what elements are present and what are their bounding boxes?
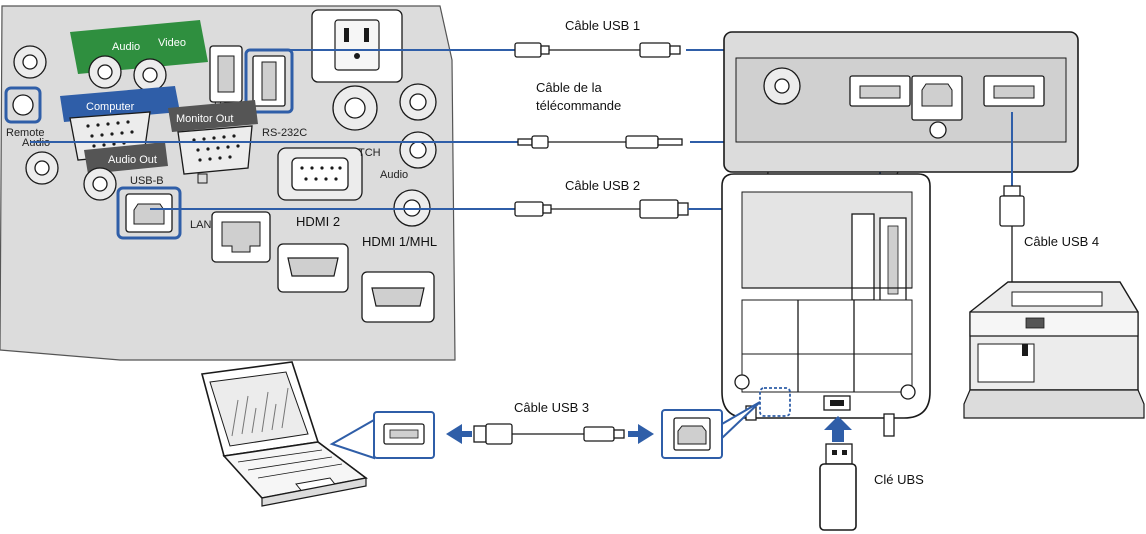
port-label-lan: LAN [190, 219, 211, 231]
port-label-audio-out: Audio Out [108, 154, 157, 166]
cable-label-usb-3: Câble USB 3 [514, 400, 589, 415]
cable-usb-4: Câble USB 4 [999, 112, 1099, 282]
audio-out-band [84, 142, 168, 174]
usb-key-connector [825, 443, 853, 465]
usb-key: Clé UBS [819, 416, 924, 531]
monitor-out-vga-port [177, 125, 253, 175]
port-label-remote: Remote [6, 127, 45, 139]
port-label-hdmi2: HDMI 2 [296, 214, 340, 229]
usb-a-connector-icon [485, 423, 513, 445]
arrow-up-icon [824, 416, 852, 442]
laptop-port-callout [329, 418, 375, 460]
printer-icon [963, 281, 1145, 419]
port-label-video: Video [158, 37, 186, 49]
port-zoom-callout [721, 401, 761, 441]
cable-label-remote-line2: télécommande [536, 98, 621, 113]
cable-label-usb-1: Câble USB 1 [565, 18, 640, 33]
remote-port [12, 94, 34, 116]
port-label-rs232c: RS-232C [262, 127, 307, 139]
port-label-monitor-out: Monitor Out [176, 113, 233, 125]
cable-label-remote-line1: Câble de la [536, 80, 603, 95]
usb-key-icon [819, 463, 857, 531]
mini-jack-icon [531, 135, 549, 149]
cable-usb-3: Câble USB 3 [446, 400, 654, 445]
mini-jack-icon [625, 135, 659, 149]
cable-label-usb-2: Câble USB 2 [565, 178, 640, 193]
usb-b-connector-icon [639, 42, 671, 58]
port-label-computer: Computer [86, 101, 135, 113]
remote-port-highlight [4, 86, 42, 124]
usb-b-connector-icon [583, 426, 615, 442]
usb-b-connector-icon [514, 201, 544, 217]
zoomed-port-panel [723, 31, 1079, 283]
port-label-audio-right: Audio [380, 169, 408, 181]
monitor-out-band [168, 100, 258, 132]
usb-a-connector-icon [1003, 185, 1021, 197]
arrow-left-icon [446, 424, 462, 444]
cable-label-usb-key: Clé UBS [874, 472, 924, 487]
usb-a-port-highlight [244, 48, 294, 114]
arrow-right-icon [638, 424, 654, 444]
projector-rear-panel: Audio Video USB-A Remote Computer M [0, 5, 456, 361]
port-label-audio: Audio [112, 41, 140, 53]
cable-remote: Câble de la télécommande [30, 80, 783, 149]
usb-a-connector-icon [514, 42, 542, 58]
port-label-usb-b: USB-B [130, 175, 164, 187]
usb-a-connector-icon [639, 199, 679, 219]
port-label-hdmi1: HDMI 1/MHL [362, 234, 437, 249]
usb-b-port-highlight [116, 186, 182, 240]
cable-label-usb-4: Câble USB 4 [1024, 234, 1099, 249]
laptop-icon [200, 361, 368, 507]
projector-unit [721, 173, 931, 437]
port-label-tch: TCH [358, 147, 381, 159]
